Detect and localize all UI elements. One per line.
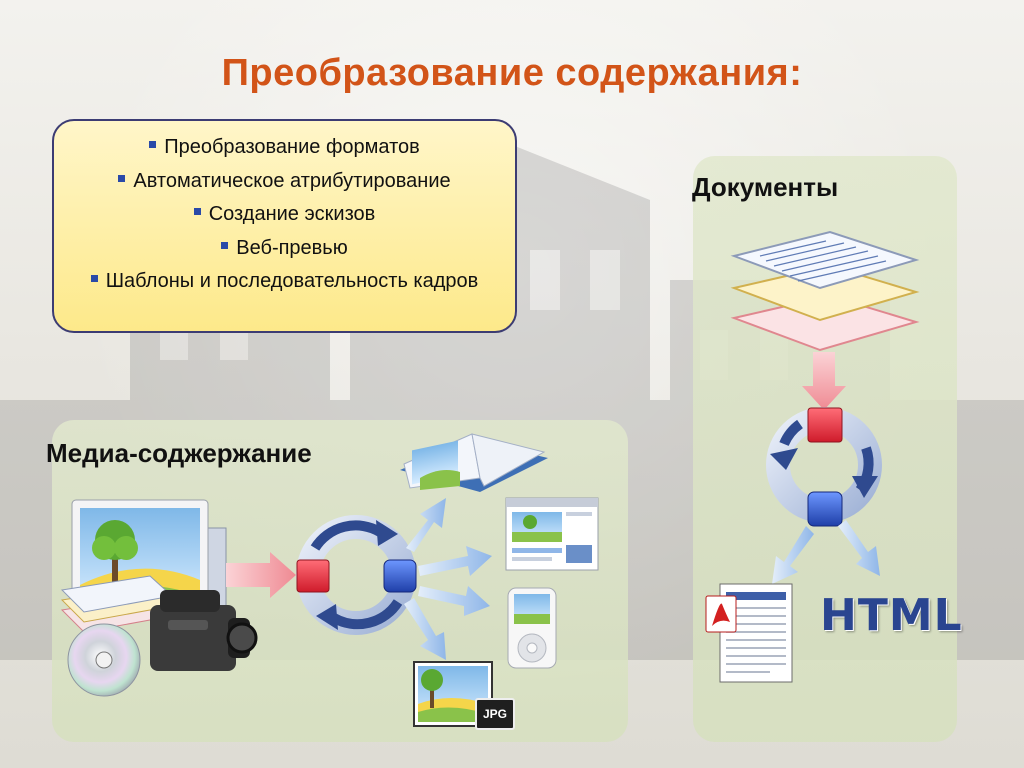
bullet-icon (90, 275, 98, 283)
pdf-output-arrow (772, 526, 814, 584)
ipod-icon (507, 587, 557, 669)
html-output-label: HTML (820, 590, 963, 641)
red-node (807, 407, 843, 443)
blue-node (383, 559, 417, 593)
feature-item: Преобразование форматов (66, 131, 503, 165)
features-box: Преобразование форматов Автоматическое а… (52, 119, 517, 333)
documents-panel-label: Документы (692, 172, 839, 202)
bullet-icon (118, 174, 126, 182)
media-panel-label: Медиа-соджержание (46, 438, 312, 468)
open-book-icon (400, 433, 548, 492)
bullet-icon (193, 208, 201, 216)
html-output-arrow (838, 520, 880, 576)
cd-disc-icon (67, 623, 141, 697)
documents-input-arrow (802, 352, 846, 410)
output-arrows (404, 498, 492, 660)
bullet-icon (221, 241, 229, 249)
document-stack-icon (730, 230, 920, 352)
input-arrow (226, 552, 296, 598)
bullet-icon (149, 141, 157, 149)
feature-item: Шаблоны и последовательность кадров (66, 265, 503, 299)
feature-item: Создание эскизов (66, 198, 503, 232)
blue-node (807, 491, 843, 527)
page-title: Преобразование содержания: (221, 52, 803, 94)
feature-item: Веб-превью (66, 232, 503, 266)
features-list: Преобразование форматов Автоматическое а… (66, 131, 503, 299)
video-camera-icon (150, 590, 258, 671)
web-page-icon (505, 497, 599, 571)
jpg-badge: JPG (475, 698, 515, 730)
pdf-document-icon (705, 583, 793, 683)
red-node (296, 559, 330, 593)
jpg-image-icon (413, 661, 493, 727)
feature-item: Автоматическое атрибутирование (66, 165, 503, 199)
